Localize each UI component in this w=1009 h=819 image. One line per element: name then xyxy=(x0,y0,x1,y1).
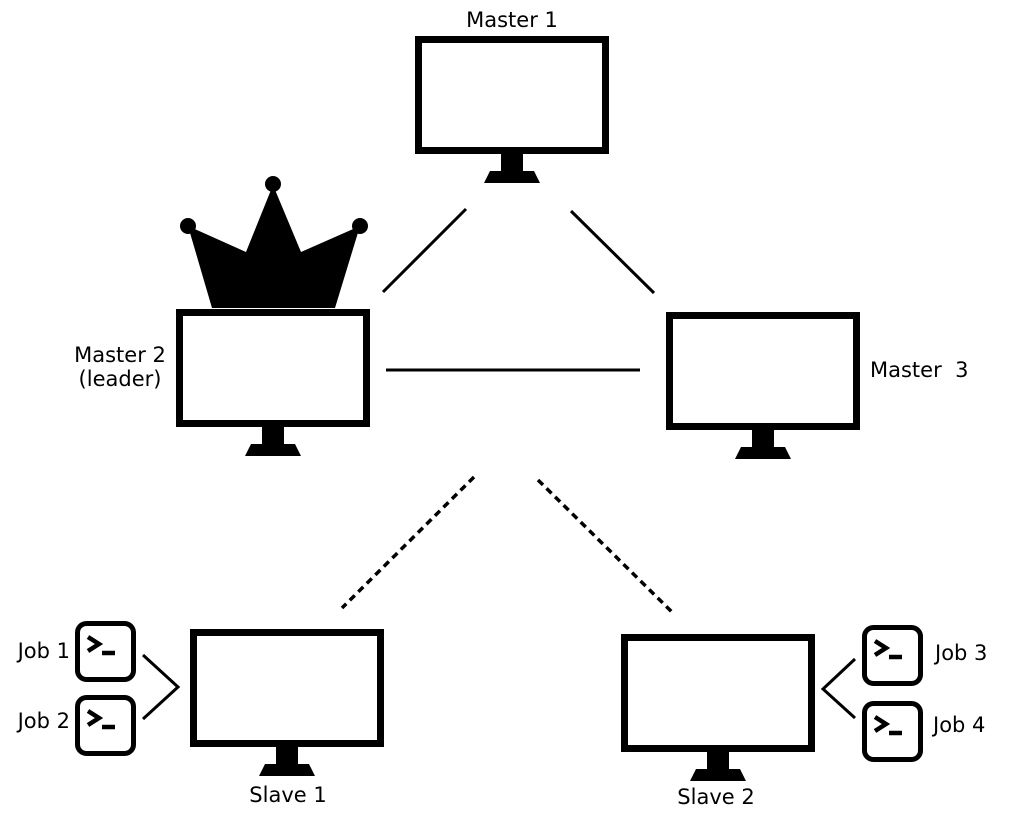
master-2-label: Master 2 (leader) xyxy=(50,343,190,391)
link-master1-master3 xyxy=(569,209,656,295)
link-master1-master2 xyxy=(381,207,468,294)
master-1-monitor-icon xyxy=(415,36,609,183)
master-3-label: Master 3 xyxy=(870,358,969,382)
slave-2-monitor-icon xyxy=(621,634,815,781)
master-2-name: Master 2 xyxy=(74,343,166,367)
slave-1-monitor-icon xyxy=(190,629,384,776)
job-3-label: Job 3 xyxy=(935,641,988,665)
job-2-terminal-icon xyxy=(75,695,136,756)
job-4-label: Job 4 xyxy=(933,713,986,737)
link-masters-slave1 xyxy=(340,475,476,610)
master-2-monitor-icon xyxy=(176,309,370,456)
job-connector-slave1 xyxy=(141,653,181,721)
job-connector-slave2 xyxy=(820,657,857,720)
slave-2-label: Slave 2 xyxy=(677,785,755,809)
job-4-terminal-icon xyxy=(862,701,923,762)
link-masters-slave2 xyxy=(536,478,674,614)
job-3-terminal-icon xyxy=(862,625,923,686)
master-2-role: (leader) xyxy=(78,367,162,391)
job-1-label: Job 1 xyxy=(17,639,70,663)
crown-icon xyxy=(180,176,368,308)
master-3-monitor-icon xyxy=(666,312,860,459)
slave-1-label: Slave 1 xyxy=(249,783,327,807)
master-1-label: Master 1 xyxy=(466,8,558,32)
job-2-label: Job 2 xyxy=(17,709,70,733)
job-1-terminal-icon xyxy=(75,621,136,682)
